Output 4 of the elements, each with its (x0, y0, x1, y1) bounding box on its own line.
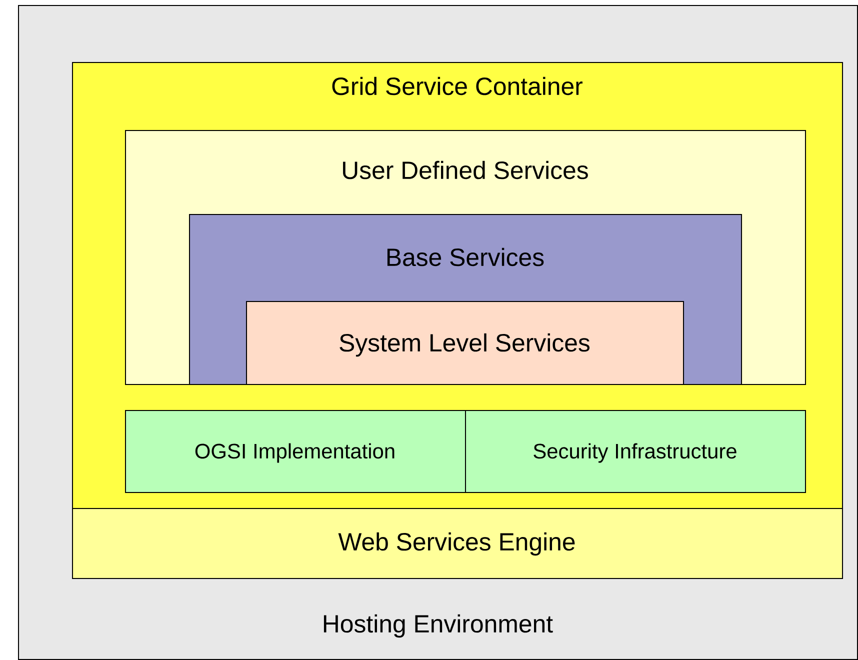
layer-box: Web Services Engine (72, 508, 844, 579)
component-box: Security Infrastructure (465, 410, 806, 493)
layer-box: System Level Services (246, 301, 684, 385)
component-box: OGSI Implementation (125, 410, 466, 493)
